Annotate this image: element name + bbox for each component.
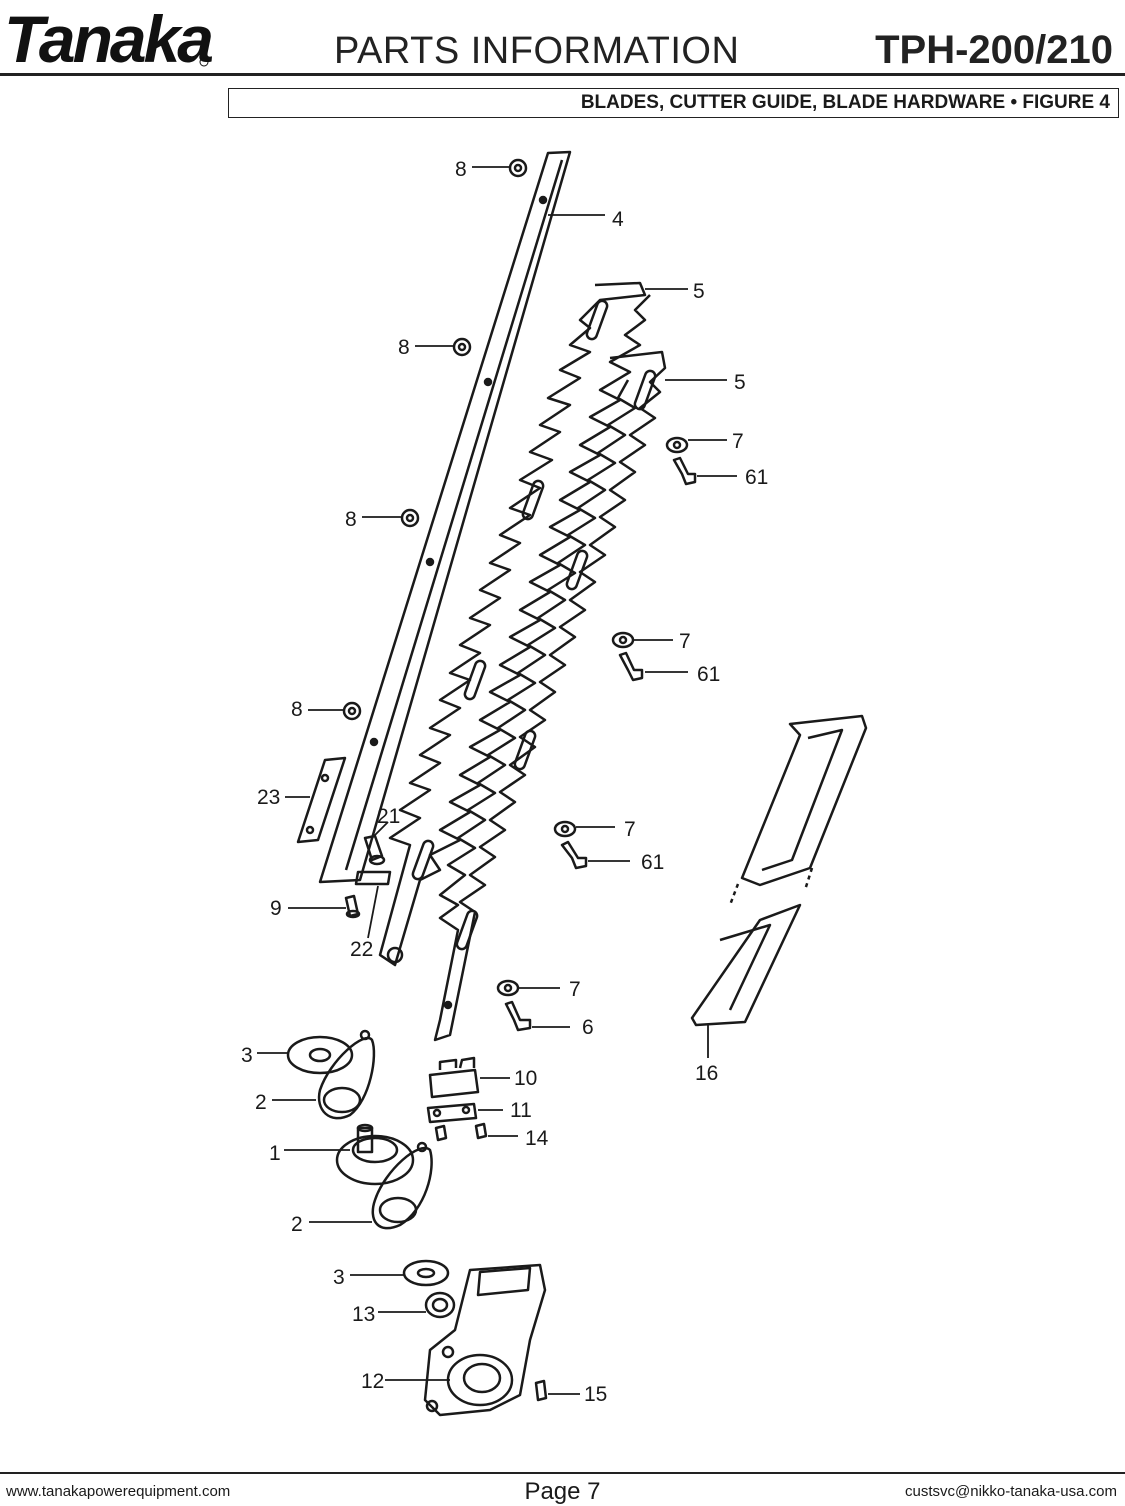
callout-5: 5 — [734, 371, 746, 394]
callout-61: 61 — [697, 663, 720, 686]
callout-61: 61 — [641, 851, 664, 874]
page-title: PARTS INFORMATION — [334, 30, 740, 72]
callout-8: 8 — [291, 698, 303, 721]
callout-8: 8 — [345, 508, 357, 531]
blade-cover — [690, 714, 868, 1027]
callout-4: 4 — [612, 208, 624, 231]
callout-23: 23 — [257, 786, 280, 809]
callout-7: 7 — [624, 818, 636, 841]
page-number: Page 7 — [524, 1478, 601, 1505]
callout-8: 8 — [398, 336, 410, 359]
email-link[interactable]: custsvc@nikko-tanaka-usa.com — [905, 1483, 1117, 1500]
callout-labels: 8 4 5 8 5 7 61 8 7 61 8 23 21 7 61 9 22 … — [241, 158, 768, 1406]
washers-and-bolts — [496, 436, 697, 1032]
plate-23 — [296, 756, 347, 844]
callout-2: 2 — [291, 1213, 303, 1236]
gear-case — [423, 1263, 548, 1417]
figure-caption: BLADES, CUTTER GUIDE, BLADE HARDWARE • F… — [580, 92, 1110, 113]
blade-hardware — [426, 1056, 488, 1142]
callout-61: 61 — [745, 466, 768, 489]
website-link[interactable]: www.tanakapowerequipment.com — [6, 1483, 231, 1500]
callout-1: 1 — [269, 1142, 281, 1165]
callout-22: 22 — [350, 938, 373, 961]
callout-3: 3 — [333, 1266, 345, 1289]
figure-caption-box: BLADES, CUTTER GUIDE, BLADE HARDWARE • F… — [228, 88, 1119, 118]
blade-backbar — [318, 150, 572, 884]
hex-nuts — [342, 158, 528, 721]
page-header: Tanaka PARTS INFORMATION TPH-200/210 BLA… — [0, 0, 1125, 120]
leader-lines — [257, 166, 737, 1395]
callout-13: 13 — [352, 1303, 375, 1326]
callout-14: 14 — [525, 1127, 549, 1150]
callout-15: 15 — [584, 1383, 607, 1406]
model-number: TPH-200/210 — [875, 28, 1113, 72]
callout-11: 11 — [510, 1099, 532, 1122]
callout-2: 2 — [255, 1091, 267, 1114]
callout-7: 7 — [732, 430, 744, 453]
callout-6: 6 — [582, 1016, 594, 1039]
upper-blade — [378, 281, 651, 967]
callout-8: 8 — [455, 158, 467, 181]
exploded-parts-diagram: 8 4 5 8 5 7 61 8 7 61 8 23 21 7 61 9 22 … — [241, 150, 868, 1417]
callout-7: 7 — [679, 630, 691, 653]
footer-rule — [0, 1472, 1125, 1474]
callout-5: 5 — [693, 280, 705, 303]
callout-7: 7 — [569, 978, 581, 1001]
callout-3: 3 — [241, 1044, 253, 1067]
gear-assembly — [286, 1029, 456, 1319]
callout-21: 21 — [377, 805, 400, 828]
tanaka-logo: Tanaka — [4, 4, 212, 72]
callout-9: 9 — [270, 897, 282, 920]
lower-blade — [433, 350, 667, 1042]
callout-16: 16 — [695, 1062, 718, 1085]
callout-10: 10 — [514, 1067, 537, 1090]
pins-and-spacer — [344, 834, 404, 964]
svg-text:Tanaka: Tanaka — [4, 4, 212, 72]
callout-12: 12 — [361, 1370, 384, 1393]
header-rule — [0, 73, 1125, 76]
